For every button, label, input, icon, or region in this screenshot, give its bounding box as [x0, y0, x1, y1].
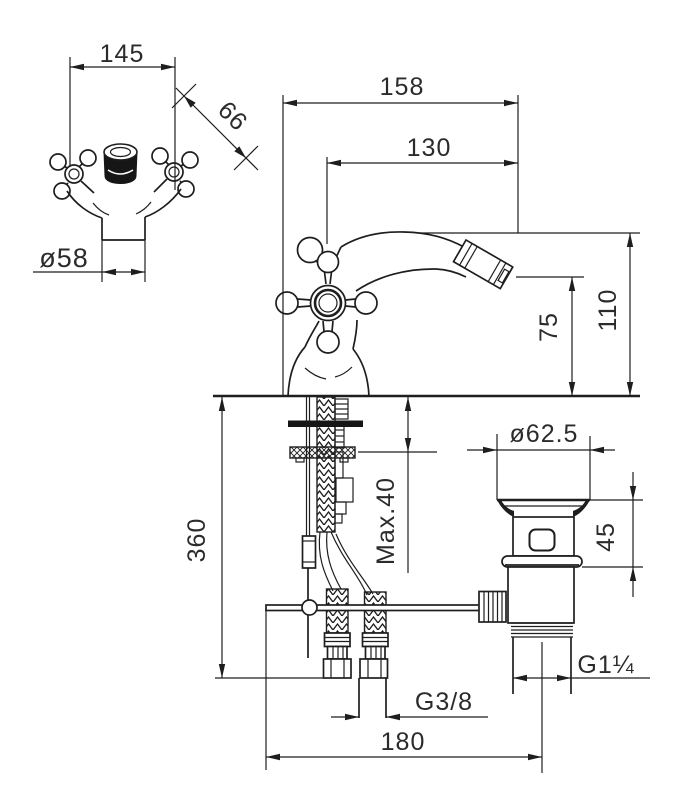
drain-overflow-hole [528, 528, 556, 552]
installation-dimensions: 360 Max.40 G3/8 180 [183, 397, 543, 773]
dim-outlet-height-label: 75 [535, 312, 563, 342]
dim-drain-height-label: 45 [592, 522, 620, 552]
pop-up-rod [301, 397, 317, 658]
under-counter-assembly [265, 396, 481, 718]
front-view-faucet [49, 143, 199, 241]
drain-dimensions: ø62.5 45 G1¼ [467, 420, 650, 682]
drain-waste-body [507, 566, 575, 624]
side-spout [333, 231, 467, 292]
dim-max-deck-thickness-label: Max.40 [372, 477, 400, 565]
mounting-washer [288, 420, 363, 427]
drain-thread [511, 622, 573, 638]
dim-spout-reach-label: 130 [407, 134, 452, 162]
dim-overall-height-label: 110 [594, 289, 622, 332]
threaded-shank [316, 396, 336, 533]
front-left-handle [49, 149, 97, 200]
linkage-ball-joint [301, 599, 318, 616]
drain-lever-knob [478, 590, 507, 623]
dim-flange-diameter-label: ø62.5 [510, 420, 579, 448]
side-view-faucet [275, 231, 514, 397]
supply-hose-left [322, 588, 352, 679]
drain-assembly [478, 498, 590, 694]
drain-linkage-rod [265, 604, 481, 612]
valve-fitting [335, 477, 354, 503]
dim-base-diameter-label: ø58 [39, 243, 89, 273]
side-view-dimensions: 158 130 110 75 [282, 73, 640, 396]
dim-overall-depth-label: 158 [380, 73, 425, 101]
dim-supply-thread-label: G3/8 [415, 688, 473, 716]
dim-drain-offset-label: 180 [381, 728, 426, 756]
dim-below-deck-label: 360 [183, 518, 211, 563]
front-right-handle [151, 147, 199, 198]
dim-front-width-label: 145 [100, 40, 145, 68]
front-spout [103, 143, 138, 184]
dim-waste-thread-label: G1¼ [577, 651, 634, 679]
mounting-nut [289, 446, 356, 459]
front-body [66, 188, 182, 241]
supply-hose-right [358, 591, 389, 718]
side-cross-handle [275, 236, 378, 354]
spout-nozzle [452, 238, 514, 290]
